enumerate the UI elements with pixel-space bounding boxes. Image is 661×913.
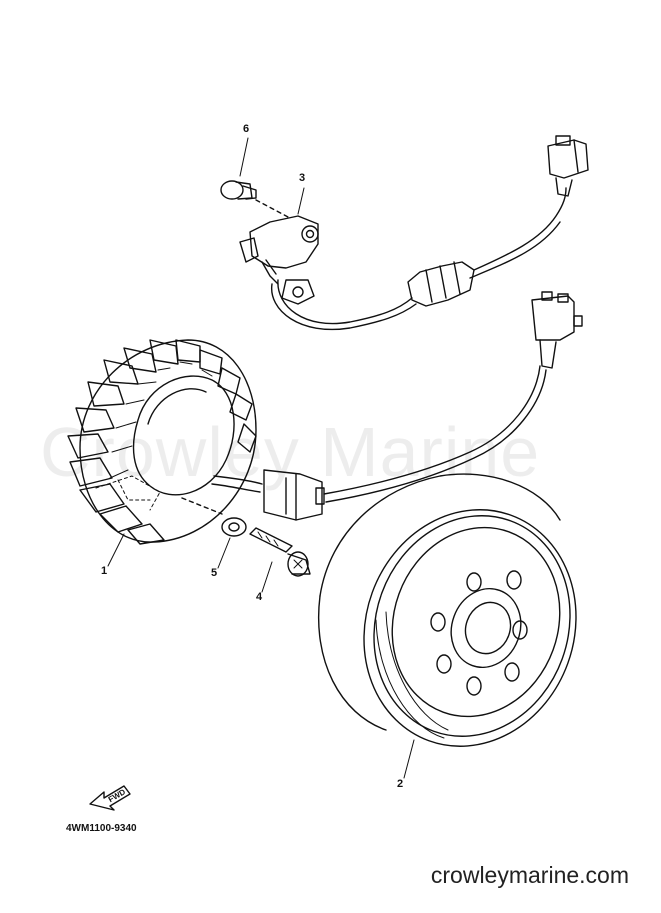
- part-code: 4WM1100-9340: [66, 823, 137, 834]
- site-footer: crowleymarine.com: [430, 862, 629, 888]
- fwd-arrow-icon: FWD: [86, 778, 132, 812]
- stator-poles: [67, 339, 257, 545]
- callout-5: 5: [211, 567, 218, 579]
- screw-part-4: [249, 527, 311, 577]
- stator-part-1: [67, 339, 257, 545]
- flywheel-part-2: [318, 473, 577, 747]
- callout-4: 4: [256, 591, 263, 603]
- washer-part-5: [221, 517, 247, 537]
- callout-3: 3: [299, 172, 306, 184]
- leader-lines: [107, 137, 415, 779]
- stator-harness: [211, 291, 583, 521]
- callout-1: 1: [101, 565, 108, 577]
- bolt-part-6: [220, 180, 291, 219]
- pickup-coil-part-3: [239, 135, 589, 331]
- callout-6: 6: [243, 123, 250, 135]
- callout-2: 2: [397, 778, 404, 790]
